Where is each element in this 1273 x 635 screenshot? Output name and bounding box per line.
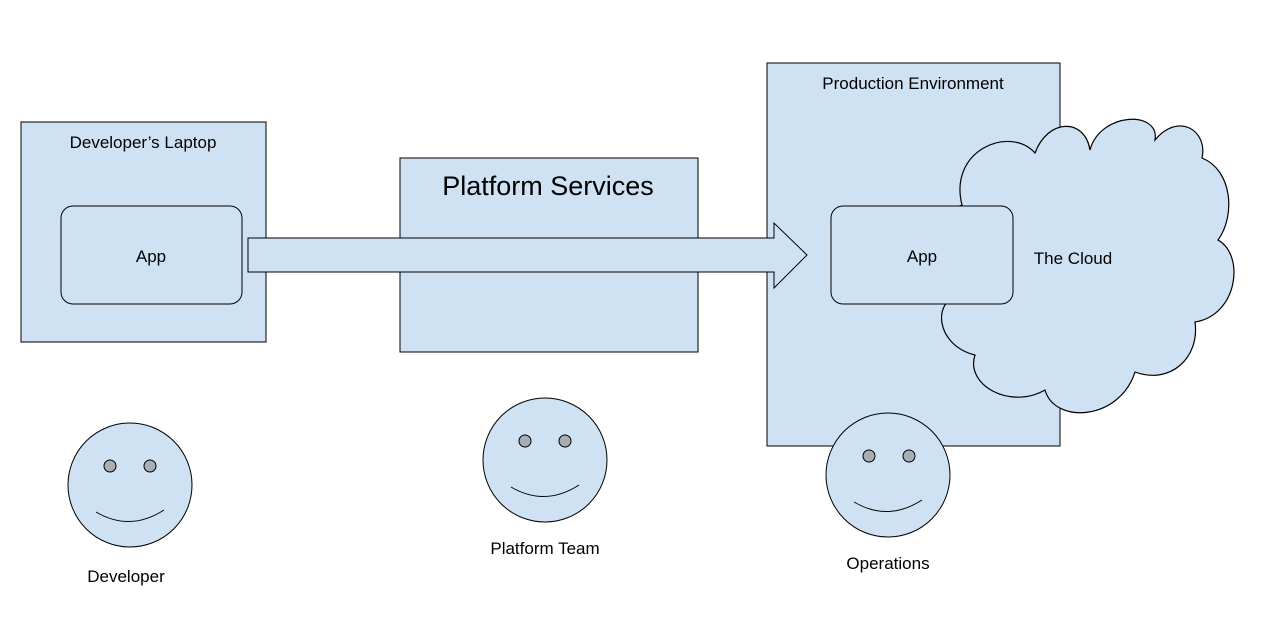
laptop-app-label: App [136, 247, 166, 266]
operations-smiley-icon [825, 412, 951, 538]
developer-label: Developer [87, 567, 165, 586]
deployment-arrow [247, 221, 808, 290]
platform-team-label: Platform Team [490, 539, 599, 558]
operations-label: Operations [846, 554, 929, 573]
developer-laptop-title: Developer’s Laptop [70, 133, 217, 152]
production-app-box: App [830, 205, 1014, 305]
production-environment-title: Production Environment [822, 74, 1004, 93]
platform-team-smiley-icon [482, 397, 608, 523]
production-app-label: App [907, 247, 937, 266]
developer-smiley-icon [67, 422, 193, 548]
laptop-app-box: App [60, 205, 243, 305]
cloud-shape: The Cloud [939, 118, 1235, 414]
platform-services-title: Platform Services [442, 171, 654, 201]
developer-laptop-box: Developer’s Laptop App [20, 121, 267, 343]
cloud-label: The Cloud [1034, 249, 1112, 268]
